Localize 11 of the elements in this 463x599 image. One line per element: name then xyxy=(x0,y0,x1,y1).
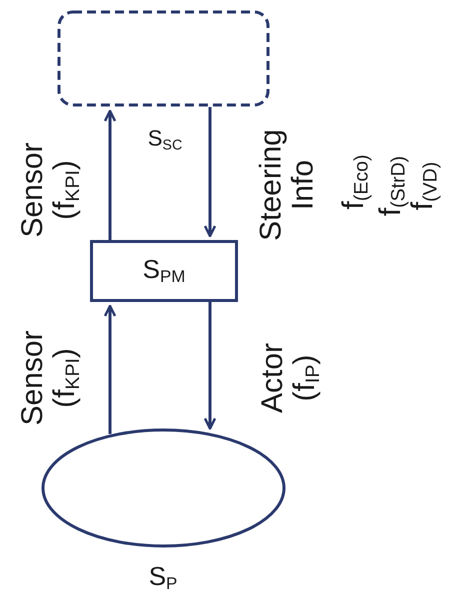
edge-label: Steering Info xyxy=(256,128,318,243)
dashed-box xyxy=(57,10,270,107)
process-box xyxy=(90,240,238,302)
node-label: S$_{PM}$ xyxy=(142,254,186,288)
arrow xyxy=(104,110,116,240)
ellipse-shape xyxy=(41,428,286,548)
system-label: S$_{SC}$ xyxy=(148,126,182,154)
node-caption: S$_{P}$ xyxy=(148,563,178,593)
arrow xyxy=(204,107,216,238)
arrow xyxy=(204,302,216,430)
arrow xyxy=(104,304,116,434)
